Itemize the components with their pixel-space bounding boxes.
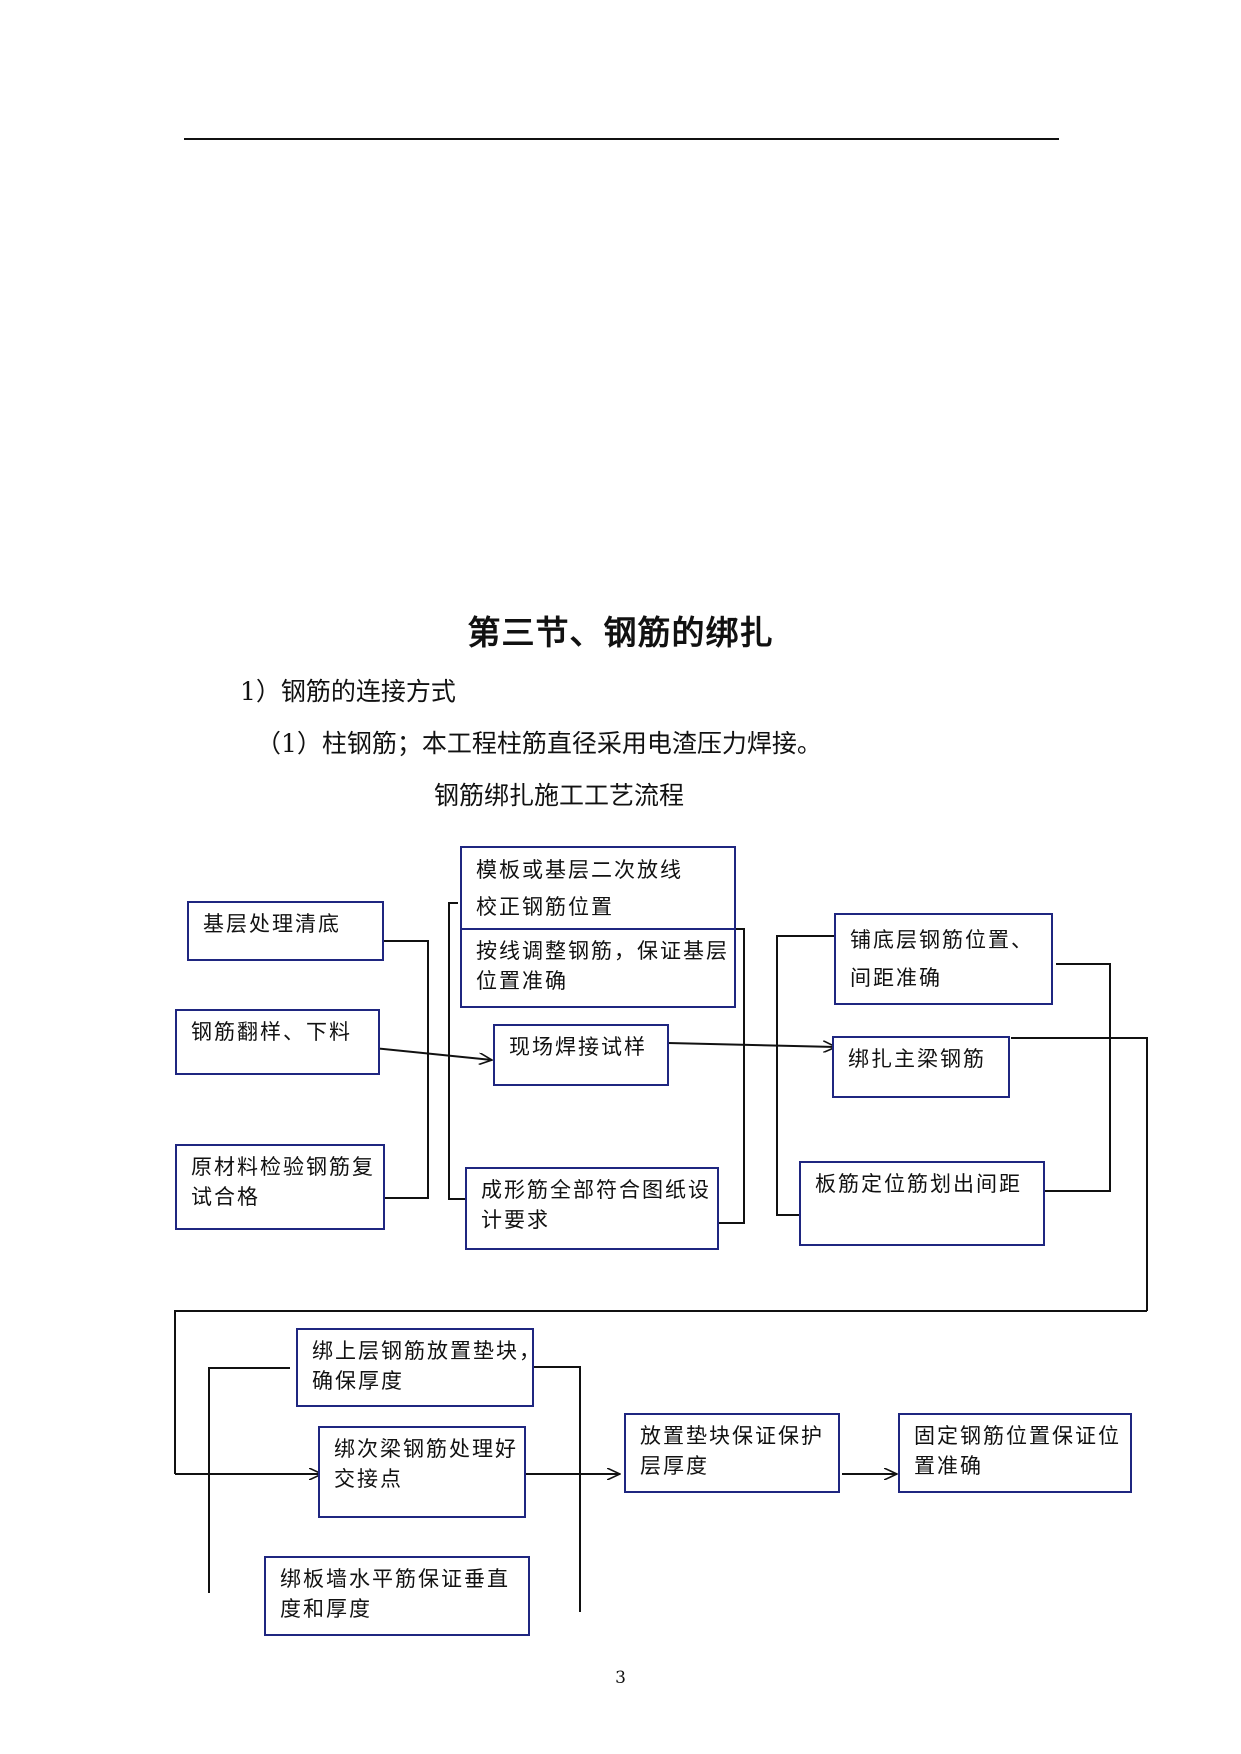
connector-to-far-right: [1011, 1037, 1148, 1311]
connector-right-bracket: [1043, 963, 1111, 1192]
flow-box-weld-sample: 现场焊接试样: [493, 1024, 669, 1086]
flow-box-base-cleaning: 基层处理清底: [187, 901, 384, 961]
paragraph-connection-method: 1）钢筋的连接方式: [240, 677, 456, 706]
section-title: 第三节、钢筋的绑扎: [467, 613, 774, 652]
flow-box-adjust-rebar: 按线调整钢筋，保证基层 位置准确: [460, 928, 736, 1008]
connector-right-left-bracket: [776, 935, 834, 1216]
flow-box-main-beam: 绑扎主梁钢筋: [832, 1036, 1010, 1098]
flow-box-slab-wall: 绑板墙水平筋保证垂直 度和厚度: [264, 1556, 530, 1636]
flow-box-spacer-block: 放置垫块保证保护 层厚度: [624, 1413, 840, 1493]
connector-row2-right-bracket: [534, 1366, 581, 1612]
flow-box-secondary-beam: 绑次梁钢筋处理好 交接点: [318, 1426, 526, 1518]
flow-box-fix-rebar: 固定钢筋位置保证位 置准确: [898, 1413, 1132, 1493]
page-number: 3: [615, 1668, 626, 1688]
flow-box-rebar-cutting: 钢筋翻样、下料: [175, 1009, 380, 1075]
flow-box-material-inspection: 原材料检验钢筋复 试合格: [175, 1144, 385, 1230]
arrow-to-main-beam: [667, 1043, 836, 1047]
flow-box-bottom-rebar: 铺底层钢筋位置、 间距准确: [834, 913, 1053, 1005]
flow-box-formwork-layout: 模板或基层二次放线 校正钢筋位置: [460, 846, 736, 930]
connector-middle-left-bracket: [448, 902, 466, 1200]
flow-box-slab-spacing: 板筋定位筋划出间距: [799, 1161, 1045, 1246]
header-rule: [184, 138, 1059, 140]
paragraph-column-rebar: （1）柱钢筋；本工程柱筋直径采用电渣压力焊接。: [256, 729, 822, 758]
flow-box-formed-rebar: 成形筋全部符合图纸设 计要求: [465, 1167, 719, 1250]
arrow-to-weld-sample: [372, 1047, 492, 1060]
connector-row2-left-bracket: [208, 1367, 290, 1593]
flow-box-upper-rebar: 绑上层钢筋放置垫块， 确保厚度: [296, 1328, 540, 1407]
flowchart-title: 钢筋绑扎施工工艺流程: [434, 781, 685, 810]
connector-return-line: [174, 1310, 1147, 1474]
connector-left-bracket: [376, 940, 429, 1199]
